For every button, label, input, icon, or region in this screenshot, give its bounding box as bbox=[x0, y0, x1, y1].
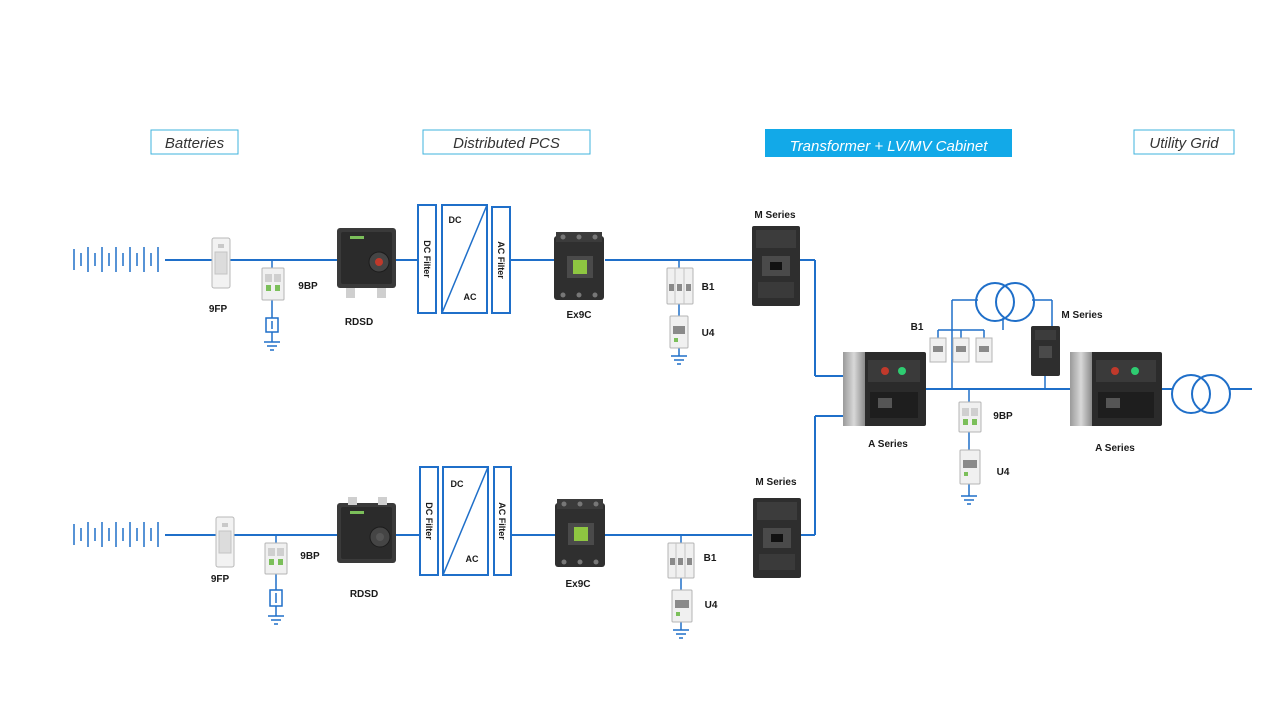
aux-mccb bbox=[1031, 326, 1060, 376]
mccb-top-label: M Series bbox=[754, 210, 796, 221]
aux-transformer-symbol bbox=[975, 282, 1035, 322]
spd-bottom-label: 9BP bbox=[300, 551, 320, 562]
spd-bottom bbox=[264, 542, 288, 575]
header-grid-label: Utility Grid bbox=[1149, 135, 1219, 152]
rcd-cabinet bbox=[959, 449, 981, 485]
mcb-bottom-label: B1 bbox=[704, 553, 717, 564]
fuse-holder-bottom bbox=[215, 516, 235, 568]
pcs-bottom: DC Filter DC AC AC Filter bbox=[419, 466, 512, 576]
pcs-top: DC Filter DC AC AC Filter bbox=[417, 204, 511, 314]
rcd-bottom-label: U4 bbox=[705, 600, 718, 611]
dc-filter-box-bottom bbox=[419, 466, 439, 576]
fuse-bottom-label: 9FP bbox=[211, 574, 230, 585]
contactor-top bbox=[554, 232, 604, 300]
mcb-top bbox=[666, 267, 694, 305]
ac-filter-top-label: AC Filter bbox=[496, 241, 506, 279]
mccb-bottom bbox=[753, 498, 801, 578]
header-transformer-label: Transformer + LV/MV Cabinet bbox=[790, 138, 989, 155]
ground-symbol-top-spd bbox=[264, 317, 280, 351]
acb-left bbox=[843, 352, 926, 426]
acb-right-label: A Series bbox=[1095, 443, 1135, 454]
header-pcs-label: Distributed PCS bbox=[453, 135, 560, 152]
header-batteries-label: Batteries bbox=[165, 135, 225, 152]
rcd-top bbox=[669, 315, 689, 349]
contactor-top-label: Ex9C bbox=[566, 310, 591, 321]
dc-top-label: DC bbox=[449, 215, 462, 225]
aux-mccb-label: M Series bbox=[1061, 310, 1103, 321]
acb-left-label: A Series bbox=[868, 439, 908, 450]
disconnector-bottom-label: RDSD bbox=[350, 589, 378, 600]
ground-symbol-bottom-rcd bbox=[673, 629, 689, 639]
ac-bottom-label: AC bbox=[466, 554, 479, 564]
battery-string-top bbox=[73, 247, 159, 272]
dc-filter-box-top bbox=[417, 204, 437, 314]
fuse-holder-top bbox=[211, 237, 231, 289]
ac-filter-box-bottom bbox=[493, 466, 512, 576]
rcd-bottom bbox=[671, 589, 693, 623]
mccb-top bbox=[752, 226, 800, 306]
dc-bottom-label: DC bbox=[451, 479, 464, 489]
wiring bbox=[165, 259, 1252, 630]
ground-symbol-bottom-spd bbox=[268, 589, 284, 625]
fuse-top-label: 9FP bbox=[209, 304, 228, 315]
ac-filter-box-top bbox=[491, 206, 511, 314]
dc-filter-bottom-label: DC Filter bbox=[424, 502, 434, 540]
spd-cabinet bbox=[958, 401, 982, 433]
contactor-bottom-label: Ex9C bbox=[565, 579, 590, 590]
disconnector-top-label: RDSD bbox=[345, 317, 373, 328]
spd-top-label: 9BP bbox=[298, 281, 318, 292]
mccb-bottom-label: M Series bbox=[755, 477, 797, 488]
disconnector-bottom bbox=[337, 497, 396, 563]
aux-mcb-label: B1 bbox=[911, 322, 924, 333]
rcd-cabinet-label: U4 bbox=[997, 467, 1010, 478]
disconnector-top bbox=[337, 228, 396, 298]
header-pcs: Distributed PCS bbox=[422, 129, 591, 155]
header-batteries: Batteries bbox=[150, 129, 239, 155]
header-grid: Utility Grid bbox=[1133, 129, 1235, 155]
acb-right bbox=[1070, 352, 1162, 426]
aux-mcb-group bbox=[929, 337, 993, 363]
dc-filter-top-label: DC Filter bbox=[422, 240, 432, 278]
grid-transformer-symbol bbox=[1171, 374, 1231, 414]
spd-cabinet-label: 9BP bbox=[993, 411, 1013, 422]
ground-symbol-top-rcd bbox=[671, 355, 687, 365]
spd-top bbox=[261, 267, 285, 301]
rcd-top-label: U4 bbox=[702, 328, 715, 339]
header-transformer: Transformer + LV/MV Cabinet bbox=[765, 129, 1012, 157]
ac-filter-bottom-label: AC Filter bbox=[497, 502, 507, 540]
contactor-bottom bbox=[555, 499, 605, 567]
mcb-bottom bbox=[667, 542, 695, 579]
mcb-top-label: B1 bbox=[702, 282, 715, 293]
ground-symbol-cabinet bbox=[961, 495, 977, 505]
battery-string-bottom bbox=[73, 522, 159, 547]
ac-top-label: AC bbox=[464, 292, 477, 302]
